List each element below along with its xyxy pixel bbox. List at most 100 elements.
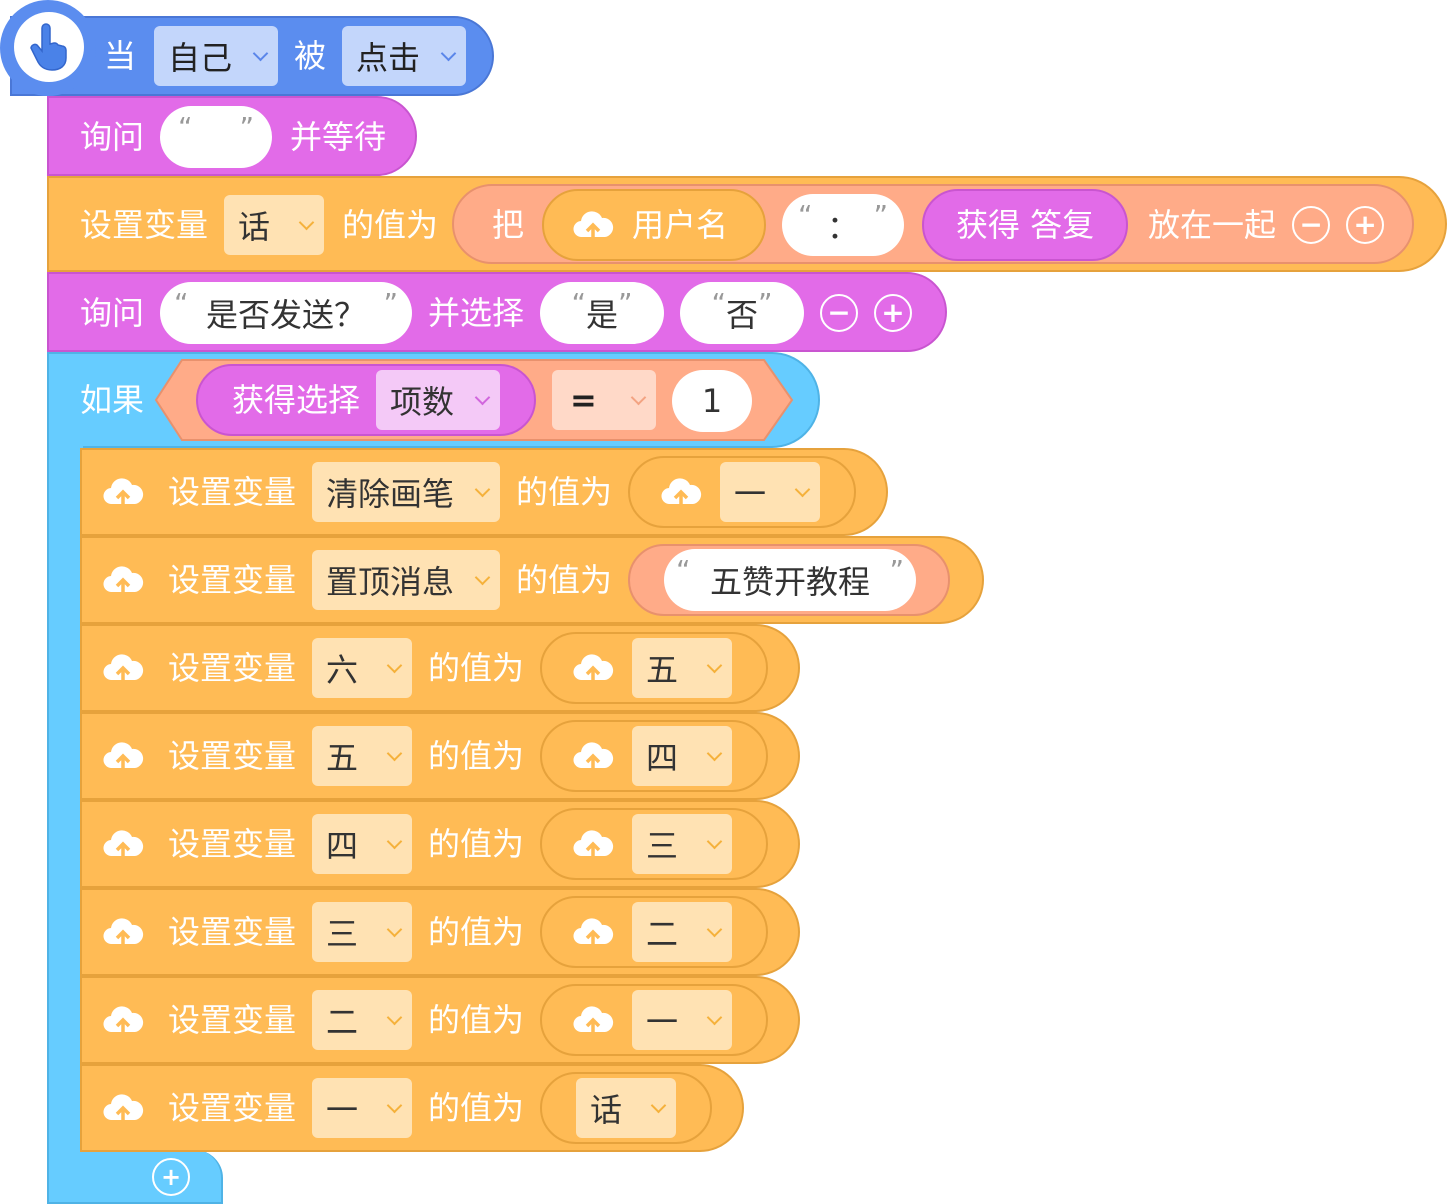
- variable-dropdown[interactable]: 清除画笔: [312, 462, 500, 522]
- get-answer-label: 获得 答复: [955, 206, 1095, 244]
- cloud-upload-icon: [103, 566, 144, 595]
- set-variable-label: 设置变量: [168, 1089, 297, 1127]
- variable-dropdown[interactable]: 一: [312, 1078, 412, 1138]
- variable-dropdown[interactable]: 三: [312, 902, 412, 962]
- get-choice-label: 获得选择: [232, 381, 361, 419]
- minus-icon[interactable]: −: [820, 294, 859, 332]
- value-variable: 四: [646, 739, 679, 777]
- event-action-dropdown[interactable]: 点击: [342, 26, 467, 86]
- put-together-label: 放在一起: [1148, 206, 1277, 244]
- sprite-dropdown[interactable]: 自己: [154, 26, 279, 86]
- chevron-down-icon: [386, 1009, 403, 1025]
- value-of-label: 的值为: [342, 206, 439, 244]
- chevron-down-icon: [386, 1097, 403, 1113]
- value-variable-dropdown[interactable]: 五: [632, 638, 732, 698]
- text-value: 五赞开教程: [709, 563, 870, 601]
- cloud-variable-icon: [102, 562, 144, 602]
- set-variable-label: 设置变量: [168, 825, 297, 863]
- plus-icon[interactable]: +: [874, 294, 913, 332]
- get-answer-reporter[interactable]: 获得 答复: [922, 189, 1129, 261]
- cloud-upload-icon: [103, 1006, 144, 1035]
- set-variable-label: 设置变量: [168, 913, 297, 951]
- variable-value: 二: [326, 1003, 359, 1041]
- value-variable-dropdown[interactable]: 话: [576, 1078, 676, 1138]
- chevron-down-icon: [386, 657, 403, 673]
- question-input[interactable]: “是否发送？”: [160, 282, 413, 344]
- set-variable-label: 设置变量: [168, 649, 297, 687]
- variable-dropdown[interactable]: 话: [224, 195, 325, 255]
- cloud-upload-icon: [103, 918, 144, 947]
- set-variable-label: 设置变量: [80, 206, 209, 244]
- plus-icon[interactable]: +: [1346, 206, 1385, 244]
- ask-label: 询问: [80, 118, 145, 156]
- variable-dropdown[interactable]: 六: [312, 638, 412, 698]
- variable-value: 置顶消息: [326, 563, 455, 601]
- if-block-arm: [47, 440, 83, 1204]
- option-2-input[interactable]: “否”: [680, 282, 805, 344]
- value-of-label: 的值为: [516, 561, 613, 599]
- variable-value: 六: [326, 651, 359, 689]
- separator-value: ：: [827, 208, 860, 246]
- value-variable-dropdown[interactable]: 一: [632, 990, 732, 1050]
- and-choose-label: 并选择: [428, 294, 525, 332]
- variable-dropdown[interactable]: 二: [312, 990, 412, 1050]
- variable-dropdown[interactable]: 置顶消息: [312, 550, 500, 610]
- cloud-upload-icon: [573, 1006, 614, 1035]
- question-value: 是否发送？: [206, 296, 367, 334]
- variable-dropdown[interactable]: 五: [312, 726, 412, 786]
- value-of-label: 的值为: [428, 737, 525, 775]
- cloud-upload-icon: [661, 478, 702, 507]
- cloud-variable-icon: [102, 914, 144, 954]
- separator-string-input[interactable]: “：”: [782, 194, 905, 256]
- value-variable-dropdown[interactable]: 二: [632, 902, 732, 962]
- value-variable-dropdown[interactable]: 四: [632, 726, 732, 786]
- chevron-down-icon: [706, 657, 723, 673]
- username-reporter[interactable]: 用户名: [542, 189, 767, 261]
- and-wait-label: 并等待: [290, 118, 387, 156]
- event-row: 当 自己 被 点击: [104, 26, 467, 86]
- cloud-variable-icon: [102, 1090, 144, 1130]
- choice-field-dropdown[interactable]: 项数: [376, 370, 500, 430]
- minus-icon[interactable]: −: [1292, 206, 1331, 244]
- cloud-upload-icon: [573, 654, 614, 683]
- variable-value: 一: [326, 1091, 359, 1129]
- cloud-upload-icon: [573, 742, 614, 771]
- ask-text-input[interactable]: “”: [160, 106, 273, 168]
- cloud-variable-icon: [102, 1002, 144, 1042]
- operator-dropdown[interactable]: =: [552, 370, 656, 430]
- value-of-label: 的值为: [428, 913, 525, 951]
- value-variable-dropdown[interactable]: 三: [632, 814, 732, 874]
- cloud-upload-icon: [103, 654, 144, 683]
- value-variable: 话: [590, 1091, 623, 1129]
- value-variable: 一: [646, 1003, 679, 1041]
- value-variable-dropdown[interactable]: 一: [720, 462, 820, 522]
- compare-value-input[interactable]: 1: [672, 370, 752, 432]
- cloud-variable-icon: [572, 1002, 614, 1042]
- text-value-input[interactable]: “五赞开教程”: [664, 549, 916, 611]
- cloud-variable-icon: [102, 650, 144, 690]
- variable-dropdown[interactable]: 四: [312, 814, 412, 874]
- ask-choose-row: 询问 “是否发送？” 并选择 “是” “否” − +: [80, 282, 913, 344]
- when-label: 当: [104, 37, 137, 75]
- cloud-variable-icon: [102, 738, 144, 778]
- username-label: 用户名: [632, 206, 729, 244]
- option-1-value: 是: [586, 296, 619, 334]
- choice-field-value: 项数: [390, 383, 455, 421]
- variable-value: 清除画笔: [326, 475, 455, 513]
- chevron-down-icon: [474, 389, 491, 405]
- option-2-value: 否: [726, 296, 759, 334]
- if-add-branch-plus-icon[interactable]: +: [152, 1158, 190, 1196]
- cloud-upload-icon: [103, 1094, 144, 1123]
- event-action-value: 点击: [356, 39, 421, 77]
- value-of-label: 的值为: [428, 1089, 525, 1127]
- variable-value: 话: [238, 208, 271, 246]
- cloud-upload-icon: [573, 918, 614, 947]
- option-1-input[interactable]: “是”: [540, 282, 665, 344]
- cloud-upload-icon: [103, 742, 144, 771]
- cloud-variable-icon: [572, 914, 614, 954]
- join-label: 把: [492, 206, 525, 244]
- variable-value: 三: [326, 915, 359, 953]
- pointer-hand-icon: [30, 23, 67, 71]
- chevron-down-icon: [386, 833, 403, 849]
- ask-label-2: 询问: [80, 294, 145, 332]
